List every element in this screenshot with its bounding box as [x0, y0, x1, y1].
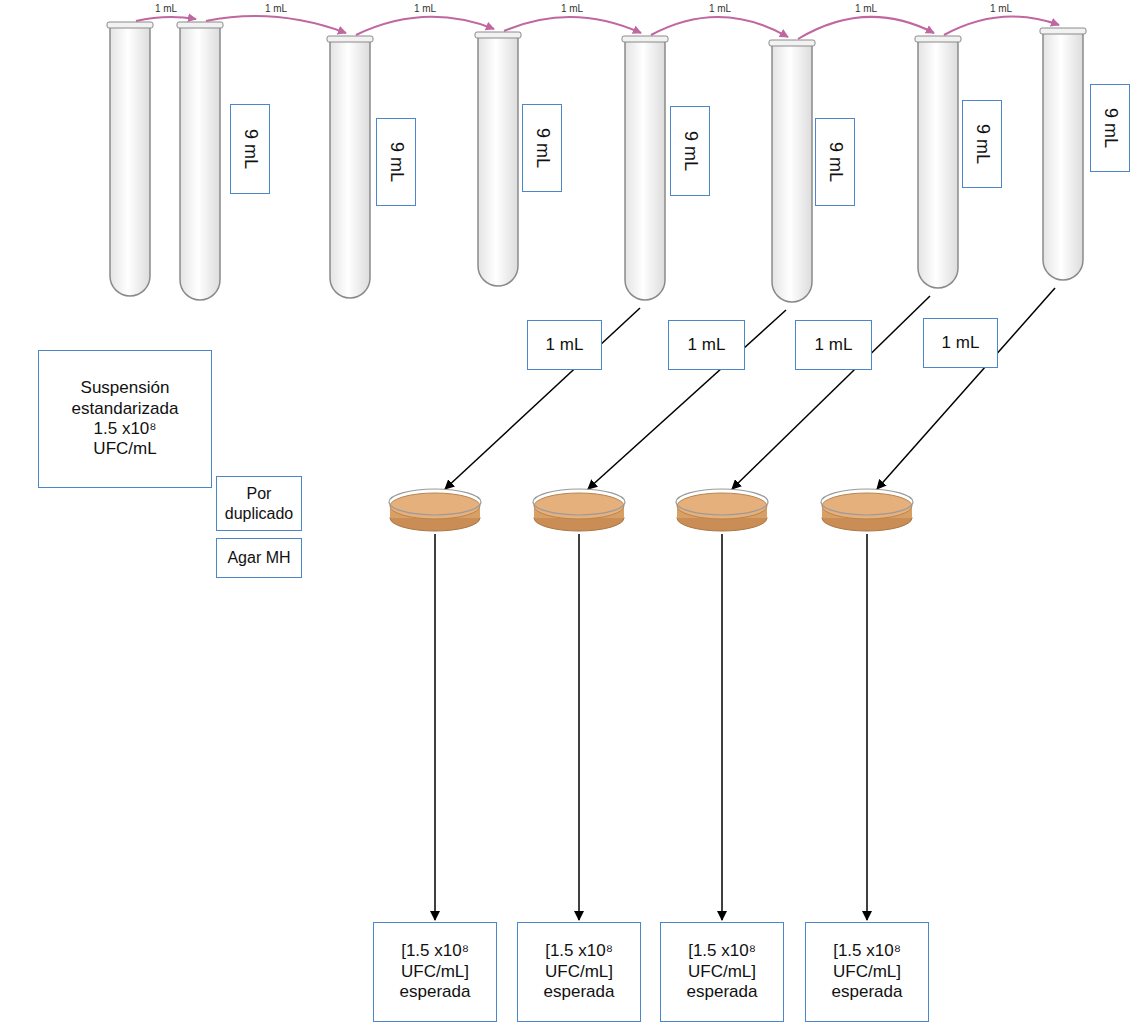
transfer-volume-label: 1 mL [561, 3, 583, 14]
medium-box: Agar MH [216, 538, 302, 578]
box-text: [1.5 x10⁸ UFC/mL] esperada [814, 941, 920, 1002]
petri-dish-lid [533, 489, 625, 515]
box-text: Por duplicado [222, 484, 296, 522]
result-box: [1.5 x10⁸ UFC/mL] esperada [517, 922, 641, 1022]
test-tube [772, 46, 812, 302]
result-arrow [866, 534, 868, 920]
box-text: 9 mL [1099, 108, 1121, 148]
box-text: Suspensión estandarizada 1.5 x10⁸ UFC/mL [63, 378, 187, 460]
test-tube [180, 28, 220, 300]
volume-box: 9 mL [1090, 84, 1130, 172]
test-tube [1043, 34, 1083, 280]
inoculum-box: 1 mL [668, 320, 745, 370]
box-text: 9 mL [971, 124, 993, 164]
tube-rim [107, 22, 153, 28]
transfer-arrow [798, 17, 934, 39]
inoculum-box: 1 mL [527, 320, 602, 370]
inoculation-line [877, 288, 1055, 489]
box-text: 1 mL [546, 335, 584, 355]
box-text: 9 mL [679, 131, 701, 171]
box-text: 1 mL [942, 333, 980, 353]
transfer-arrow [504, 17, 641, 33]
volume-box: 9 mL [670, 106, 710, 196]
tube-rim [177, 22, 223, 28]
box-text: [1.5 x10⁸ UFC/mL] esperada [526, 941, 632, 1002]
transfer-volume-label: 1 mL [990, 3, 1012, 14]
tube-rim [327, 36, 373, 42]
box-text: [1.5 x10⁸ UFC/mL] esperada [382, 941, 488, 1002]
transfer-volume-label: 1 mL [855, 3, 877, 14]
box-text: 9 mL [239, 129, 261, 169]
petri-dish-lid [389, 489, 481, 515]
inoculum-box: 1 mL [923, 318, 998, 368]
box-text: 9 mL [824, 142, 846, 182]
transfer-volume-label: 1 mL [155, 3, 177, 14]
test-tube [625, 42, 665, 300]
note-box: Por duplicado [216, 476, 302, 531]
volume-box: 9 mL [376, 118, 416, 206]
petri-dish-lid [821, 489, 913, 515]
box-text: Agar MH [227, 548, 290, 567]
box-text: [1.5 x10⁸ UFC/mL] esperada [669, 941, 775, 1002]
tube-rim [915, 36, 961, 42]
transfer-arrow [206, 16, 346, 33]
test-tube [330, 42, 370, 298]
transfer-arrow [356, 17, 494, 35]
inoculation-line [445, 308, 640, 489]
tube-rim [769, 40, 815, 46]
result-arrow [578, 534, 580, 920]
transfer-volume-label: 1 mL [709, 3, 731, 14]
result-box: [1.5 x10⁸ UFC/mL] esperada [373, 922, 497, 1022]
transfer-arrow [651, 17, 788, 37]
transfer-arrow [944, 17, 1059, 35]
volume-box: 9 mL [230, 104, 270, 194]
suspension-box: Suspensión estandarizada 1.5 x10⁸ UFC/mL [38, 350, 212, 488]
inoculum-box: 1 mL [795, 320, 872, 370]
transfer-arrow [136, 17, 196, 21]
result-arrow [721, 534, 723, 920]
volume-box: 9 mL [522, 104, 562, 192]
box-text: 9 mL [531, 128, 553, 168]
result-box: [1.5 x10⁸ UFC/mL] esperada [660, 922, 784, 1022]
test-tube [918, 42, 958, 288]
tube-rim [1040, 28, 1086, 34]
volume-box: 9 mL [962, 100, 1002, 188]
box-text: 1 mL [815, 335, 853, 355]
result-arrow [434, 534, 436, 920]
tube-rim [475, 32, 521, 38]
volume-box: 9 mL [815, 118, 855, 206]
box-text: 1 mL [688, 335, 726, 355]
test-tube [110, 28, 150, 296]
transfer-volume-label: 1 mL [265, 3, 287, 14]
petri-dish-lid [676, 489, 768, 515]
test-tube [478, 38, 518, 286]
inoculation-line [732, 296, 930, 489]
result-box: [1.5 x10⁸ UFC/mL] esperada [805, 922, 929, 1022]
inoculation-line [588, 310, 786, 489]
transfer-volume-label: 1 mL [414, 3, 436, 14]
tube-rim [622, 36, 668, 42]
box-text: 9 mL [385, 142, 407, 182]
